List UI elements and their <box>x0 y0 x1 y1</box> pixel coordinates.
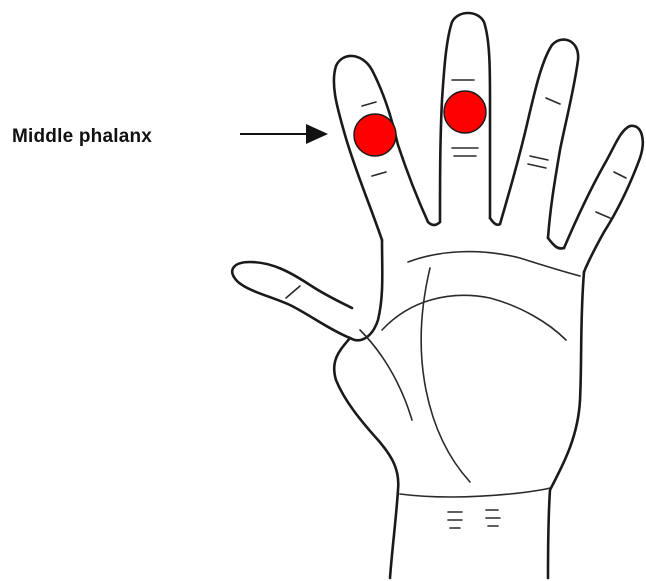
ring-knuckle-lower-2 <box>528 164 546 168</box>
arrow <box>240 124 328 144</box>
heart-line <box>408 252 580 276</box>
index-knuckle-upper <box>362 102 376 106</box>
index-knuckle-lower <box>372 172 386 176</box>
palm-left-edge <box>334 338 398 578</box>
finger-base-middle-ring <box>490 218 500 225</box>
little-knuckle-upper <box>614 172 626 178</box>
wrist-crease-1 <box>400 488 550 497</box>
head-line <box>382 295 566 340</box>
thenar-crease <box>360 330 412 420</box>
arrow-head <box>306 124 328 144</box>
finger-base-ring-little <box>548 238 564 249</box>
little-knuckle-lower <box>596 212 610 218</box>
index-middle-phalanx-marker <box>354 114 396 156</box>
markers <box>354 91 486 156</box>
finger-base-index-middle <box>428 222 440 225</box>
palm-creases <box>286 80 626 528</box>
middle-phalanx-label: Middle phalanx <box>12 126 152 148</box>
ring-knuckle-lower-1 <box>530 156 548 160</box>
ring-finger <box>500 40 578 238</box>
ring-knuckle-upper <box>546 98 560 104</box>
thumb <box>232 240 382 340</box>
thumb-knuckle <box>286 286 300 298</box>
little-finger <box>564 126 643 272</box>
hand-outline <box>232 13 643 578</box>
palm-right-edge <box>548 272 584 578</box>
wrist-crease-2 <box>448 512 462 528</box>
middle-finger-middle-phalanx-marker <box>444 91 486 133</box>
wrist-crease-3 <box>486 510 500 526</box>
